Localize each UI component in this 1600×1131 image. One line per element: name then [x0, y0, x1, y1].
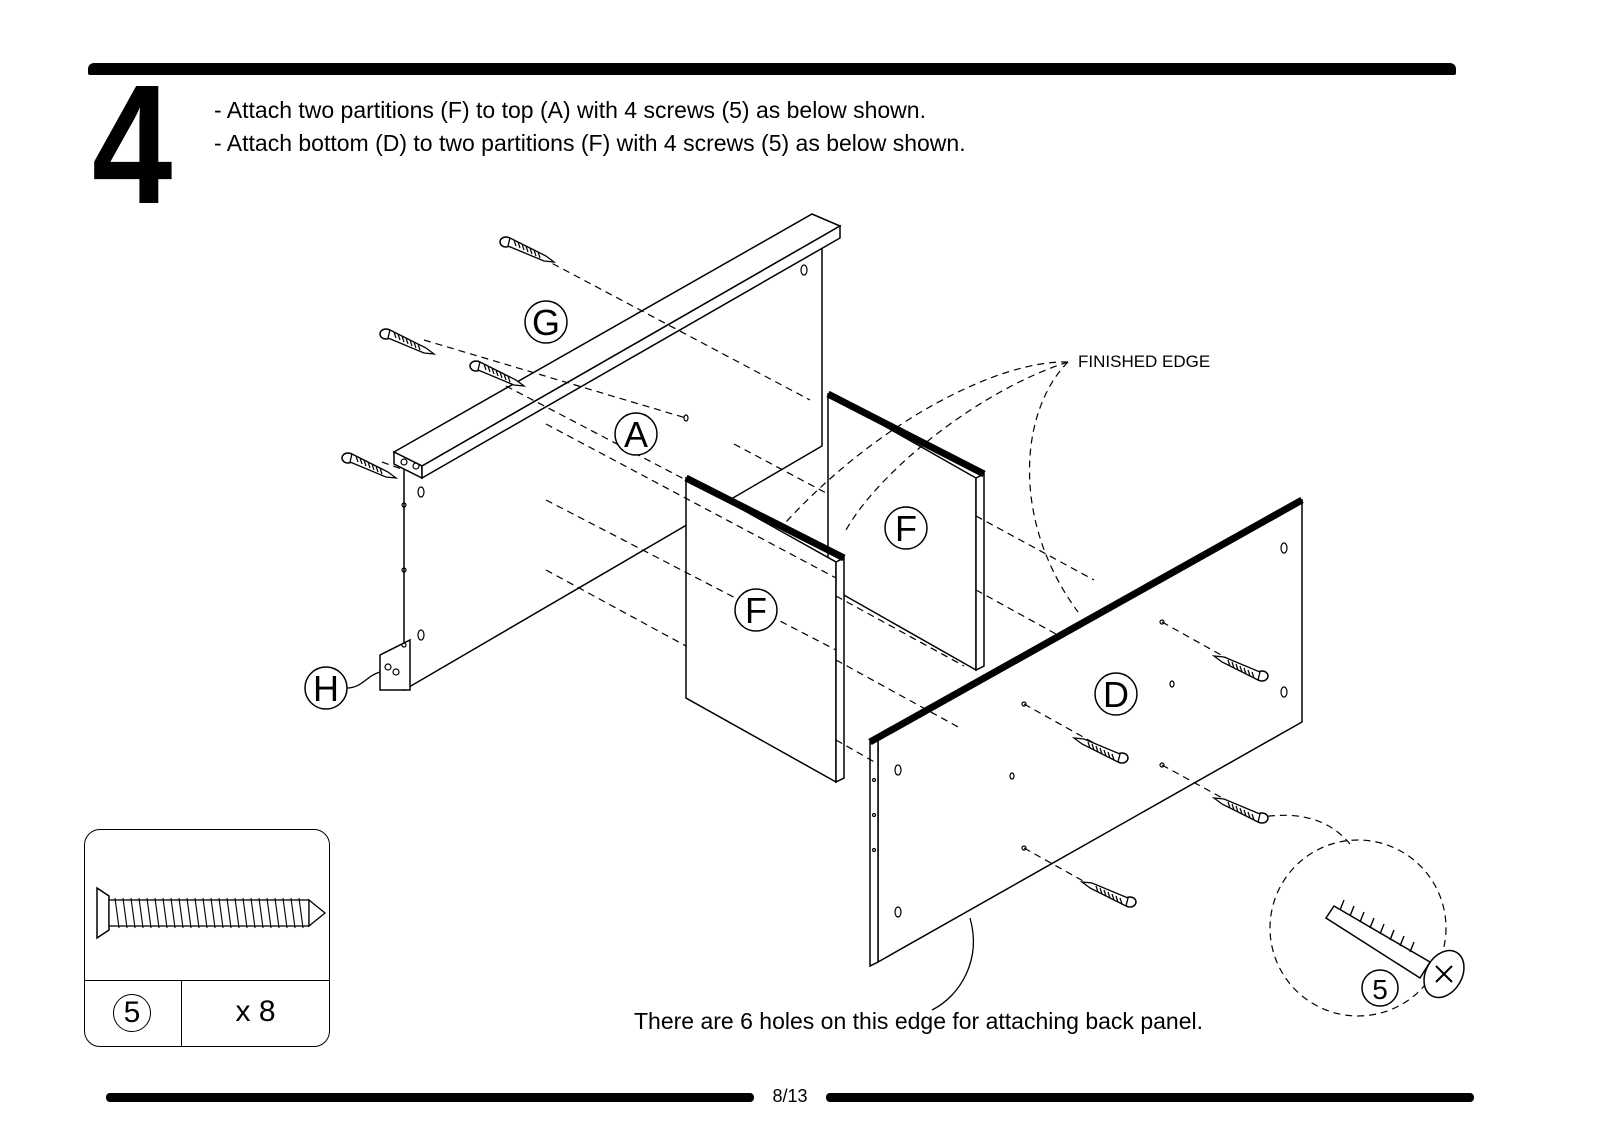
- svg-text:A: A: [624, 414, 648, 455]
- hardware-box: 5 x 8: [84, 829, 330, 1047]
- instruction-line-1: - Attach two partitions (F) to top (A) w…: [214, 97, 926, 123]
- hardware-id: 5: [113, 994, 151, 1032]
- detail-screw: [1324, 899, 1465, 999]
- svg-text:F: F: [895, 508, 917, 549]
- top-panel-a: [379, 213, 842, 692]
- hardware-id-cell: 5: [85, 981, 182, 1046]
- holes-note: There are 6 holes on this edge for attac…: [634, 1008, 1203, 1034]
- instruction-line-2: - Attach bottom (D) to two partitions (F…: [214, 130, 966, 156]
- page-number: 8/13: [772, 1086, 808, 1106]
- top-rule: [88, 63, 1456, 75]
- svg-text:D: D: [1103, 674, 1129, 715]
- part-label-f-front: F: [734, 588, 778, 632]
- detail-screw-id: 5: [1372, 974, 1388, 1005]
- instructions: - Attach two partitions (F) to top (A) w…: [214, 94, 966, 160]
- svg-text:F: F: [745, 590, 767, 631]
- svg-text:G: G: [532, 302, 560, 343]
- svg-text:H: H: [313, 668, 339, 709]
- holes-note-leader: [931, 917, 974, 1011]
- assembly-guides: [381, 257, 1447, 1017]
- step-number: 4: [92, 50, 172, 240]
- footer-rule-left: [106, 1093, 754, 1102]
- part-label-h: H: [304, 666, 381, 710]
- finished-edge-label: FINISHED EDGE: [1078, 352, 1211, 371]
- footer-rule-right: [826, 1093, 1474, 1102]
- part-label-a: A: [614, 412, 658, 456]
- part-label-g: G: [524, 300, 568, 344]
- hardware-quantity: x 8: [235, 995, 276, 1028]
- detail-screw-id-circle: [1361, 969, 1399, 1007]
- bottom-panel-d: [868, 496, 1304, 968]
- part-label-d: D: [1094, 672, 1138, 716]
- screw-illustration: [85, 830, 329, 981]
- part-label-f-back: F: [884, 506, 928, 550]
